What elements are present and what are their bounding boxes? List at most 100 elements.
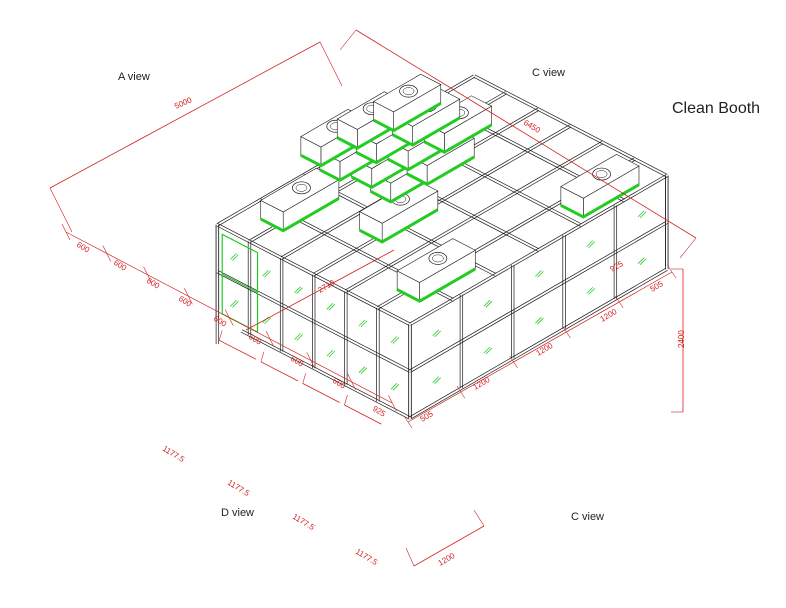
glass-mark [358,319,366,327]
dimension-extension [405,547,415,567]
ceiling-grid-line [346,143,604,293]
glass-mark [432,376,439,383]
dim-d-module-4: 1177.5 [354,547,380,567]
ceiling-grid-line [410,176,668,326]
label-c-view-bottom: C view [571,511,604,523]
dimension-tick [388,395,397,412]
dimension-extension [339,29,357,51]
ffu-seal [387,141,456,172]
glass-mark [232,254,239,261]
dimension-extension [344,394,348,406]
wall-bottom-rail [241,329,411,418]
ffu-seal [336,119,406,150]
glass-mark [637,210,645,218]
glass-mark [485,300,493,308]
ffu-seal [560,183,640,219]
highlight-layer [221,233,259,334]
title: Clean Booth [672,100,760,117]
glass-mark [264,270,271,278]
glass-mark [483,299,491,307]
dimension-line [344,404,382,425]
dimension-tick [184,288,193,305]
fan-icon [295,183,308,192]
wall-mid-rail [409,220,667,371]
dim-top-1: 600 [75,240,92,255]
fan-icon [402,87,415,95]
fan-icon [399,84,418,98]
dimension-tick [562,325,571,339]
glass-mark [264,317,271,325]
dim-d-module-3: 1177.5 [291,512,317,532]
dim-top-4: 600 [177,294,194,309]
glass-mark [294,286,301,293]
glass-mark [230,253,237,260]
glass-mark [537,317,544,325]
fan-icon [595,170,608,178]
ffu-seal [396,267,477,303]
glass-mark [639,258,647,265]
glass-mark [586,287,594,294]
view-labels: Clean Booth A view C view D view C view [118,67,760,523]
ffu-seal [406,155,475,186]
dim-d-module-1: 1177.5 [161,444,187,464]
dimension-tick [224,309,234,326]
glass-mark [360,320,368,328]
wall-mid-rail [216,272,410,373]
ceiling-grid-line [409,174,667,324]
ceiling-grid-line [216,225,410,326]
dimension-line [245,249,395,331]
ffu-seal [355,134,425,165]
label-d-view: D view [221,507,254,519]
wall-bottom-rail [240,331,410,420]
ceiling-grid-line [474,74,668,175]
glass-mark [588,288,596,295]
glass-mark [535,316,542,324]
glass-mark [296,334,303,341]
dim-height: 2400 [677,330,686,348]
dimension-tick [509,355,518,369]
dim-top-3: 600 [145,276,162,291]
dim-overall-right: 6450 [522,118,542,135]
ffu-seal [319,151,388,182]
dimension-extension [473,509,485,527]
glass-mark [483,346,491,354]
ffu-top [396,238,476,283]
dimension-extension [49,187,73,233]
dimension-extension [218,330,223,341]
dimension-extension [302,373,306,384]
ffu-box [359,179,439,244]
wall-mid-rail [217,270,411,371]
dim-right-5: 1200 [472,375,492,392]
ceiling-grid-line [312,124,570,274]
door-panel-rail [221,273,258,293]
dimension-line [302,383,340,403]
glass-mark [390,336,398,343]
dim-front-1: 505 [419,409,436,424]
dimension-tick [143,266,152,283]
glass-mark [485,347,493,355]
glass-mark [328,304,336,311]
glass-mark [230,300,237,307]
dim-right-2: 925 [609,259,626,274]
glass-mark [262,269,269,277]
ffu-top [560,153,640,199]
dimension-tick [456,385,466,399]
dimension-tick [61,223,71,241]
glass-mark [588,241,596,248]
glass-mark [390,383,398,390]
ceiling-grid-line [344,140,603,291]
ceiling-grid-line [314,126,572,277]
dimension-lines [49,29,697,567]
ceiling-grid-line [217,223,411,324]
glass-mark [296,287,303,294]
ffu-seal [391,116,461,147]
glass-mark [392,384,400,391]
glass-mark [358,366,366,373]
ffu-box [396,238,477,303]
dimension-line [219,339,257,360]
glass-mark [637,257,645,264]
ffu-seal [423,123,493,154]
wall-bottom-rail [410,269,668,420]
dim-overall-left: 5000 [173,95,193,111]
